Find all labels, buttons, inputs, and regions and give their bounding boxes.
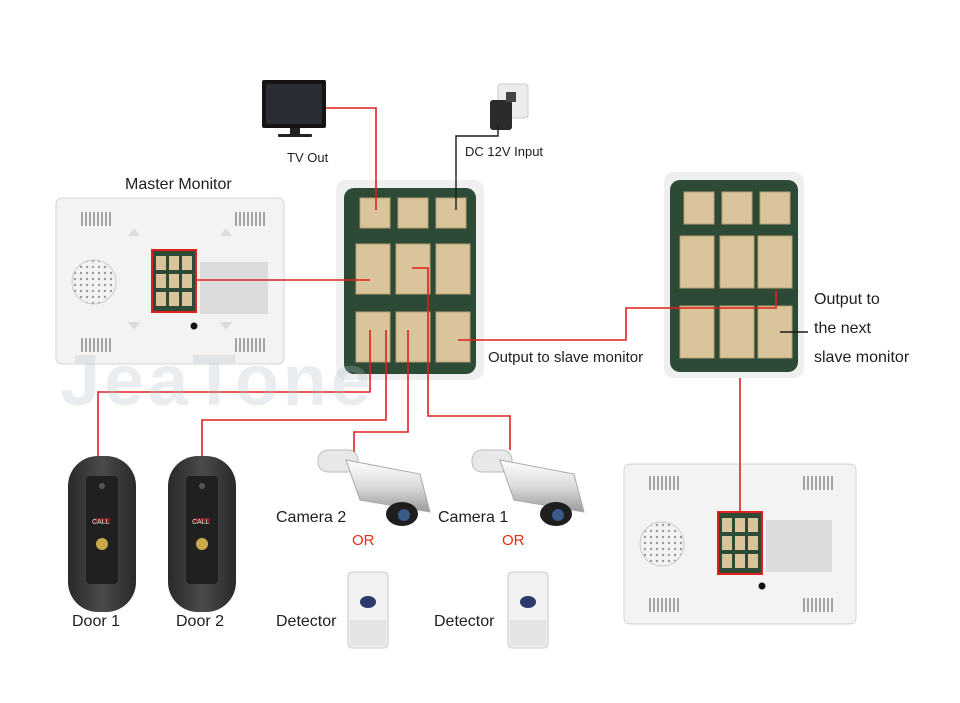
speaker-grill xyxy=(71,259,117,305)
detector-icon xyxy=(347,571,389,649)
output-next-label-3: slave monitor xyxy=(814,349,910,366)
wire-camera1 xyxy=(412,267,511,450)
tv-out-label: TV Out xyxy=(287,150,329,165)
camera1-label: Camera 1 xyxy=(438,509,509,526)
slave-monitor xyxy=(623,463,857,625)
power-adapter-icon xyxy=(490,83,529,130)
camera2-label: Camera 2 xyxy=(276,509,347,526)
doorbell-icon xyxy=(168,456,236,612)
master-monitor-label: Master Monitor xyxy=(125,176,232,193)
doorbell-icon xyxy=(68,456,136,612)
door1-call-label: CALL xyxy=(92,519,110,526)
camera-icon xyxy=(471,449,585,526)
slave-pcb xyxy=(664,172,804,378)
door2-label: Door 2 xyxy=(176,613,225,630)
output-slave-label: Output to slave monitor xyxy=(488,349,644,366)
wire-camera2 xyxy=(353,330,409,452)
wire-output-slave xyxy=(458,290,777,341)
detector2-label: Detector xyxy=(434,613,495,630)
camera1-or: OR xyxy=(502,532,525,549)
spec-label xyxy=(200,262,268,314)
door1-label: Door 1 xyxy=(72,613,121,630)
dc-input-label: DC 12V Input xyxy=(465,144,544,159)
output-next-label-2: the next xyxy=(814,320,871,337)
detector1-label: Detector xyxy=(276,613,337,630)
camera-icon xyxy=(317,449,431,526)
camera2-or: OR xyxy=(352,532,375,549)
master-monitor xyxy=(55,197,285,365)
wire-dc-input xyxy=(455,124,499,210)
wire-door2 xyxy=(201,330,387,460)
door2-call-label: CALL xyxy=(192,519,210,526)
wires xyxy=(97,107,777,512)
detector-icon xyxy=(507,571,549,649)
output-next-label-1: Output to xyxy=(814,291,880,308)
wire-tv-out xyxy=(326,107,377,210)
master-pcb xyxy=(336,180,484,380)
vent-slots xyxy=(81,212,265,352)
wire-door1 xyxy=(97,330,371,460)
tv-icon xyxy=(262,80,326,137)
watermark: JeaTone xyxy=(60,341,375,421)
